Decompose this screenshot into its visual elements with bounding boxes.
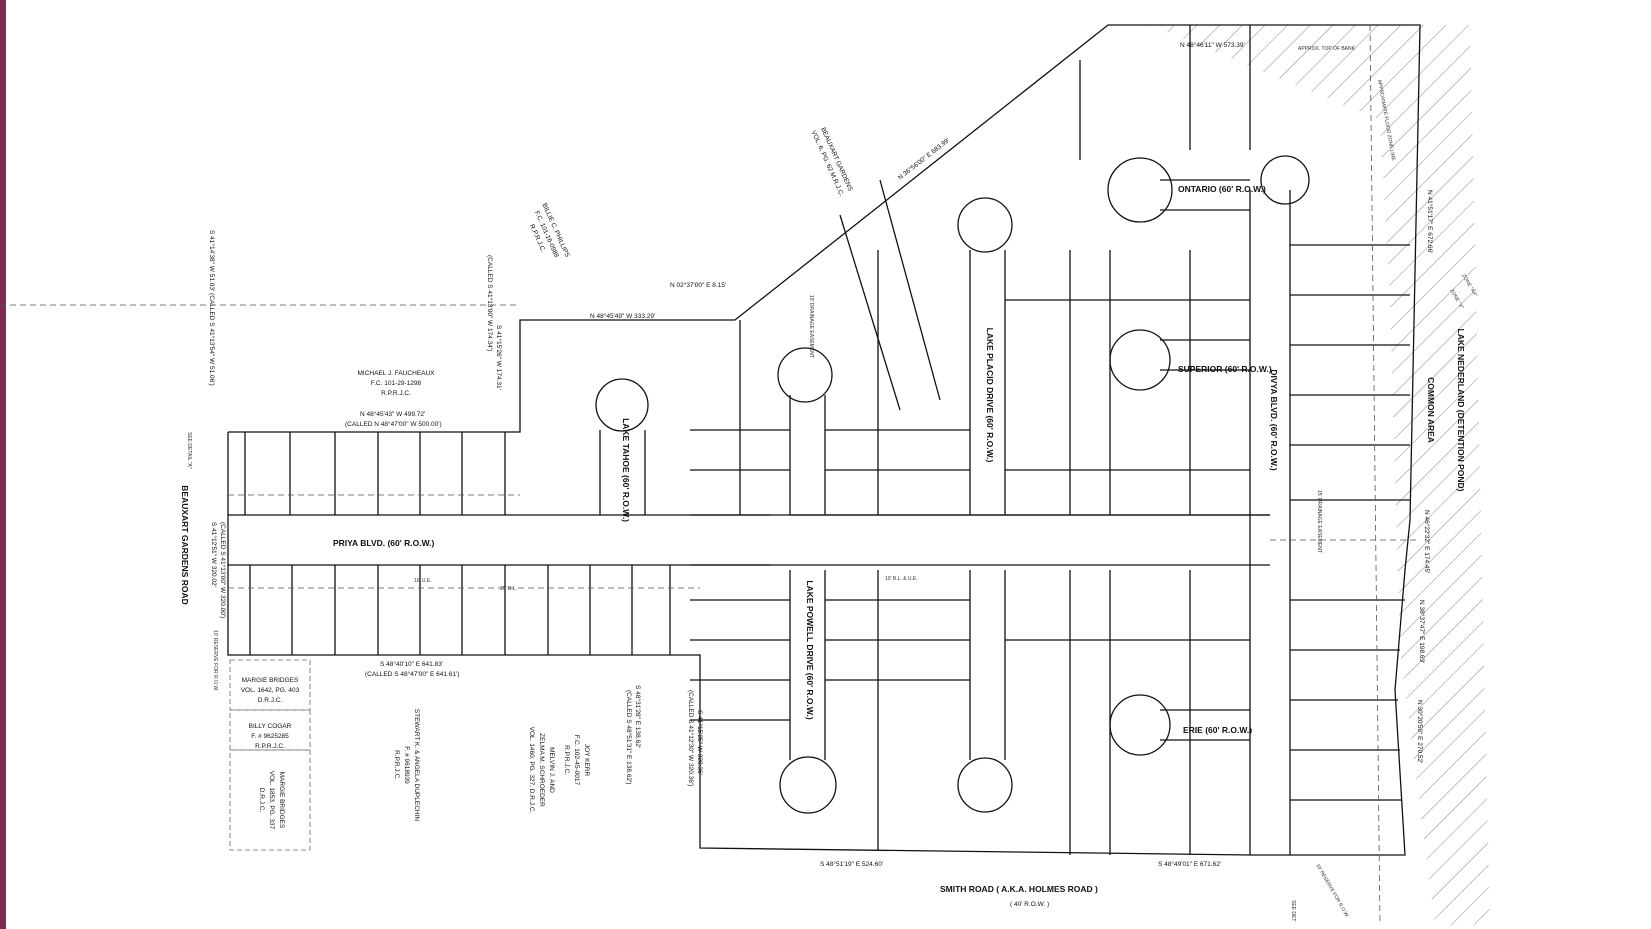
bearing-north-1: N 48°46'11" W 573.39' bbox=[1180, 41, 1245, 49]
road-label-smith: SMITH ROAD ( A.K.A. HOLMES ROAD ) bbox=[940, 884, 1098, 894]
svg-text:F.C. 102-45-0017: F.C. 102-45-0017 bbox=[573, 735, 580, 786]
bearing-diagonal: N 36°56'00" E 683.99' bbox=[896, 136, 951, 181]
bearing-east-2: N 46°22'32" E 174.45' bbox=[1423, 510, 1431, 573]
road-label-placid: LAKE PLACID DRIVE (60' R.O.W.) bbox=[985, 328, 995, 463]
top-of-bank-label: APPROX. TOP OF BANK bbox=[1298, 46, 1356, 52]
svg-text:R.P.R.J.C.: R.P.R.J.C. bbox=[563, 745, 570, 775]
svg-text:MARGIE BRIDGES: MARGIE BRIDGES bbox=[242, 677, 299, 684]
road-label-tahoe: LAKE TAHOE (60' R.O.W.) bbox=[621, 418, 631, 522]
bearing-west-2-called: (CALLED S 41°13'00" W 320.00') bbox=[219, 522, 227, 618]
bearing-mid-2-called: (CALLED S 48°51'31" E 138.62') bbox=[625, 690, 633, 784]
bearing-west-2: S 41°12'51" W 320.02' bbox=[210, 522, 218, 587]
bearing-west-3: S 41°15'26" W 174.31' bbox=[495, 325, 503, 390]
road-label-ontario: ONTARIO (60' R.O.W.) bbox=[1178, 184, 1266, 194]
owner-duplechin: STEWART K. & ANGELA DUPLECHIN F. # 96189… bbox=[393, 709, 420, 822]
svg-text:D.R.J.C.: D.R.J.C. bbox=[258, 697, 283, 704]
bearing-mid-1-called: (CALLED S 41°12'30" W 320.36') bbox=[687, 690, 695, 786]
lake-label: LAKE NEDERLAND (DETENTION POND) bbox=[1456, 329, 1466, 492]
bearing-west-1: S 41°14'38" W 51.03' (CALLED S 41°13'54"… bbox=[208, 230, 216, 386]
note-drainage-2: 15' DRAINAGE EASEMENT bbox=[1316, 490, 1322, 553]
bearing-mid-1: S 41°15'25" W 320.36' bbox=[696, 710, 704, 775]
owner-kerr: JOY KERR F.C. 102-45-0017 R.P.R.J.C. bbox=[563, 735, 590, 786]
bearing-south-3: S 48°49'01" E 671.62' bbox=[1158, 860, 1221, 868]
svg-text:F.C. 101-29-1298: F.C. 101-29-1298 bbox=[371, 380, 422, 387]
svg-text:R.P.R.J.C.: R.P.R.J.C. bbox=[393, 750, 400, 780]
road-label-superior: SUPERIOR (60' R.O.W.) bbox=[1178, 364, 1272, 374]
note-reserve-west: 10' RESERVE FOR R.O.W. bbox=[212, 630, 218, 691]
svg-text:D.R.J.C.: D.R.J.C. bbox=[258, 788, 265, 813]
common-area-label: COMMON AREA bbox=[1426, 377, 1436, 443]
svg-text:VOL. 1460, PG. 327, D.R.J.C.: VOL. 1460, PG. 327, D.R.J.C. bbox=[528, 727, 535, 814]
owner-schroeder: MELVIN J. AND ZELMA M. SCHROEDER VOL. 14… bbox=[528, 727, 555, 814]
bearing-north-2: N 48°45'49" W 333.29' bbox=[590, 312, 655, 320]
bearing-north-3: N 48°45'43" W 499.72' bbox=[360, 410, 425, 418]
bearing-east-1: N 41°51'17" E 672.66' bbox=[1426, 190, 1434, 253]
detention-pond-hatch bbox=[1150, 25, 1490, 925]
road-label-beauxart: BEAUXART GARDENS ROAD bbox=[180, 485, 190, 604]
svg-text:R.P.R.J.C.: R.P.R.J.C. bbox=[381, 390, 411, 397]
svg-text:STEWART K. & ANGELA DUPLECHIN: STEWART K. & ANGELA DUPLECHIN bbox=[413, 709, 420, 822]
bearing-east-4: N 30°20'59" E 270.52' bbox=[1416, 700, 1424, 763]
svg-text:VOL. 1642, PG. 403: VOL. 1642, PG. 403 bbox=[241, 687, 300, 694]
owner-cogar: BILLY COGAR F. # 9625285 R.P.R.J.C. bbox=[249, 723, 292, 750]
svg-text:R.P.R.J.C.: R.P.R.J.C. bbox=[255, 743, 285, 750]
road-label-divya: DIVYA BLVD. (60' R.O.W.) bbox=[1269, 369, 1279, 471]
note-see-detail-a: SEE DETAIL "A" bbox=[186, 432, 192, 469]
owner-beauxart-gardens: BEAUXART GARDENS VOL. 6, PG. 62 M.R.J.C. bbox=[810, 127, 854, 198]
road-label-priya: PRIYA BLVD. (60' R.O.W.) bbox=[333, 538, 435, 548]
note-ue: 10' U.E. bbox=[414, 578, 432, 584]
note-bl: 25' B.L. bbox=[500, 586, 517, 592]
svg-text:F. # 9618939: F. # 9618939 bbox=[403, 746, 410, 784]
svg-text:VOL. 1853, PG. 337: VOL. 1853, PG. 337 bbox=[268, 771, 275, 830]
bearing-east-3: N 38°37'47" E 198.63' bbox=[1418, 600, 1426, 663]
note-see-detail-b: SEE DET bbox=[1290, 900, 1296, 921]
bearing-north-4: N 02°37'00" E 8.15' bbox=[670, 281, 726, 289]
owner-bridges-2: MARGIE BRIDGES VOL. 1853, PG. 337 D.R.J.… bbox=[258, 771, 285, 830]
owner-phillips: BILLIE C. PHILLIPS F.C. 101-16-0988 R.P.… bbox=[528, 202, 571, 259]
bearing-mid-2: S 48°31'28" E 138.62' bbox=[634, 685, 642, 748]
svg-text:ZELMA M. SCHROEDER: ZELMA M. SCHROEDER bbox=[538, 733, 545, 807]
owner-bridges-1: MARGIE BRIDGES VOL. 1642, PG. 403 D.R.J.… bbox=[241, 677, 300, 704]
bearing-north-3-called: (CALLED N 48°47'00" W 500.00') bbox=[345, 420, 442, 428]
owner-faucheaux: MICHAEL J. FAUCHEAUX F.C. 101-29-1298 R.… bbox=[357, 370, 435, 397]
svg-text:JOY KERR: JOY KERR bbox=[583, 744, 590, 777]
bearing-west-3-called: (CALLED S 41°13'00" W 174.34') bbox=[486, 255, 494, 351]
bearing-south-1-called: (CALLED S 48°47'00" E 641.61') bbox=[365, 670, 459, 678]
note-drainage-1: 15' DRAINAGE EASEMENT bbox=[808, 295, 814, 358]
note-bl-ue: 10' B.L. & U.E. bbox=[885, 576, 918, 582]
svg-text:MARGIE BRIDGES: MARGIE BRIDGES bbox=[278, 772, 285, 829]
svg-text:MICHAEL J. FAUCHEAUX: MICHAEL J. FAUCHEAUX bbox=[357, 370, 435, 377]
svg-text:BILLY COGAR: BILLY COGAR bbox=[249, 723, 292, 730]
note-reserve-east: 10' RESERVE FOR R.O.W. bbox=[1314, 863, 1350, 919]
road-label-smith-row: ( 40' R.O.W. ) bbox=[1010, 901, 1049, 908]
boundary-line bbox=[227, 24, 1421, 856]
svg-text:MELVIN J. AND: MELVIN J. AND bbox=[548, 747, 555, 793]
bearing-south-1: S 48°40'10" E 641.83' bbox=[380, 660, 443, 668]
bearing-south-2: S 48°51'19" E 524.60' bbox=[820, 860, 883, 868]
road-label-powell: LAKE POWELL DRIVE (60' R.O.W.) bbox=[805, 580, 815, 719]
road-label-erie: ERIE (60' R.O.W.) bbox=[1183, 725, 1252, 735]
window-frame-edge bbox=[0, 0, 6, 929]
svg-text:F. # 9625285: F. # 9625285 bbox=[251, 733, 289, 740]
